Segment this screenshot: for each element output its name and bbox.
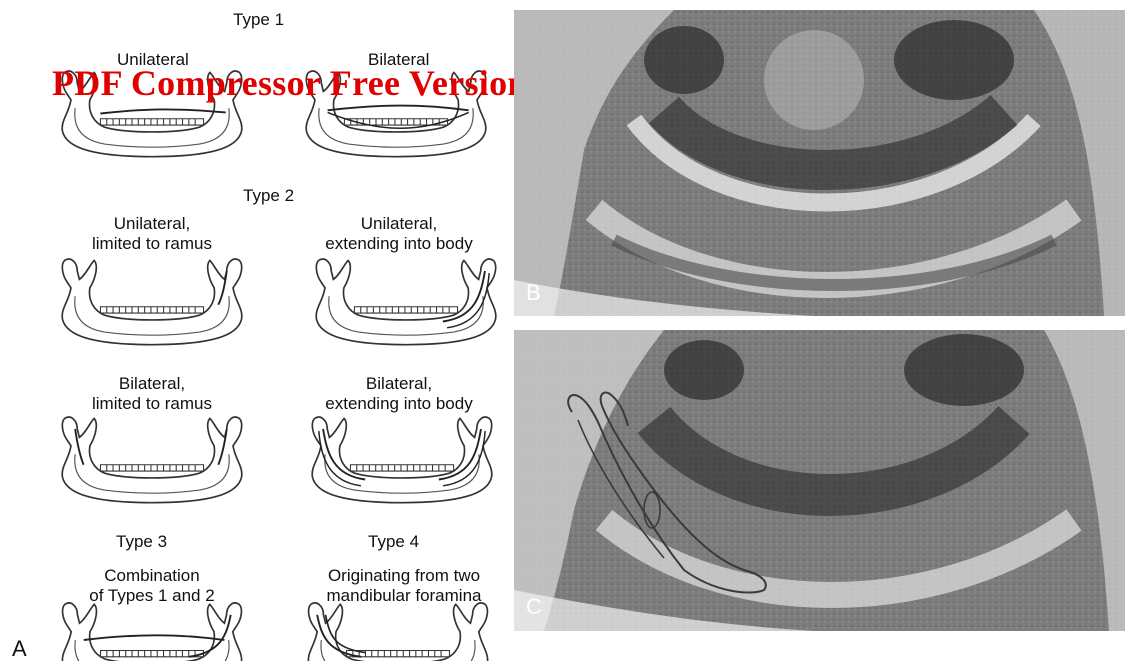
panel-b-radiograph: B bbox=[514, 10, 1125, 316]
panel-c-radiograph: C bbox=[514, 330, 1125, 631]
type3-heading: Type 3 bbox=[116, 532, 167, 552]
type2-unilateral-body-line2: extending into body bbox=[294, 234, 504, 254]
type2-bilateral-body-mandible bbox=[302, 412, 502, 507]
type4-mandible bbox=[298, 598, 498, 661]
watermark: PDF Compressor Free Version bbox=[52, 62, 528, 104]
type2-unilateral-ramus-mandible bbox=[52, 254, 252, 349]
type2-bilateral-ramus-mandible bbox=[52, 412, 252, 507]
panel-b-letter: B bbox=[526, 280, 541, 306]
type2-bilateral-ramus-line1: Bilateral, bbox=[52, 374, 252, 394]
radiograph-b-image bbox=[514, 10, 1125, 316]
type2-unilateral-ramus-label: Unilateral, limited to ramus bbox=[52, 214, 252, 254]
type3-mandible bbox=[52, 598, 252, 661]
type2-bilateral-body-line1: Bilateral, bbox=[294, 374, 504, 394]
type2-bilateral-body-line2: extending into body bbox=[294, 394, 504, 414]
type4-heading: Type 4 bbox=[368, 532, 419, 552]
type2-bilateral-ramus-label: Bilateral, limited to ramus bbox=[52, 374, 252, 414]
type1-heading: Type 1 bbox=[233, 10, 284, 30]
type2-bilateral-ramus-line2: limited to ramus bbox=[52, 394, 252, 414]
type2-unilateral-ramus-line1: Unilateral, bbox=[52, 214, 252, 234]
type2-unilateral-body-mandible bbox=[306, 254, 506, 349]
type2-unilateral-body-label: Unilateral, extending into body bbox=[294, 214, 504, 254]
type4-caption-line1: Originating from two bbox=[294, 566, 514, 586]
bifid-canal-tracing bbox=[514, 330, 1125, 631]
type2-heading: Type 2 bbox=[243, 186, 294, 206]
type3-caption-line1: Combination bbox=[52, 566, 252, 586]
panel-a-letter: A bbox=[12, 636, 27, 662]
panel-c-letter: C bbox=[526, 594, 542, 620]
type2-unilateral-body-line1: Unilateral, bbox=[294, 214, 504, 234]
type2-bilateral-body-label: Bilateral, extending into body bbox=[294, 374, 504, 414]
type2-unilateral-ramus-line2: limited to ramus bbox=[52, 234, 252, 254]
